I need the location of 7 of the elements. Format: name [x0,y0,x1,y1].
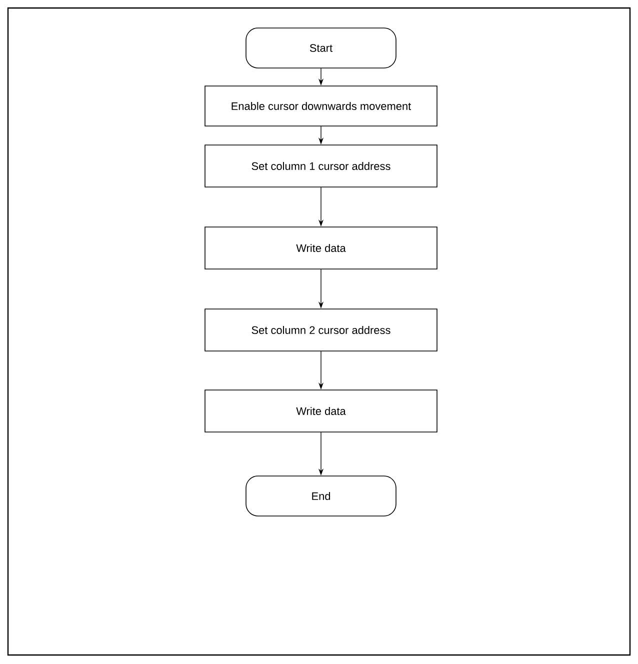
terminal-box: Start [246,28,396,68]
process-box: Write data [204,390,438,432]
terminal-box: End [246,476,396,516]
process-box: Enable cursor downwards movement [204,86,438,126]
process-box: Write data [204,226,438,270]
process-box: Set column 1 cursor address [204,144,438,188]
process-box: Set column 2 cursor address [204,308,438,352]
